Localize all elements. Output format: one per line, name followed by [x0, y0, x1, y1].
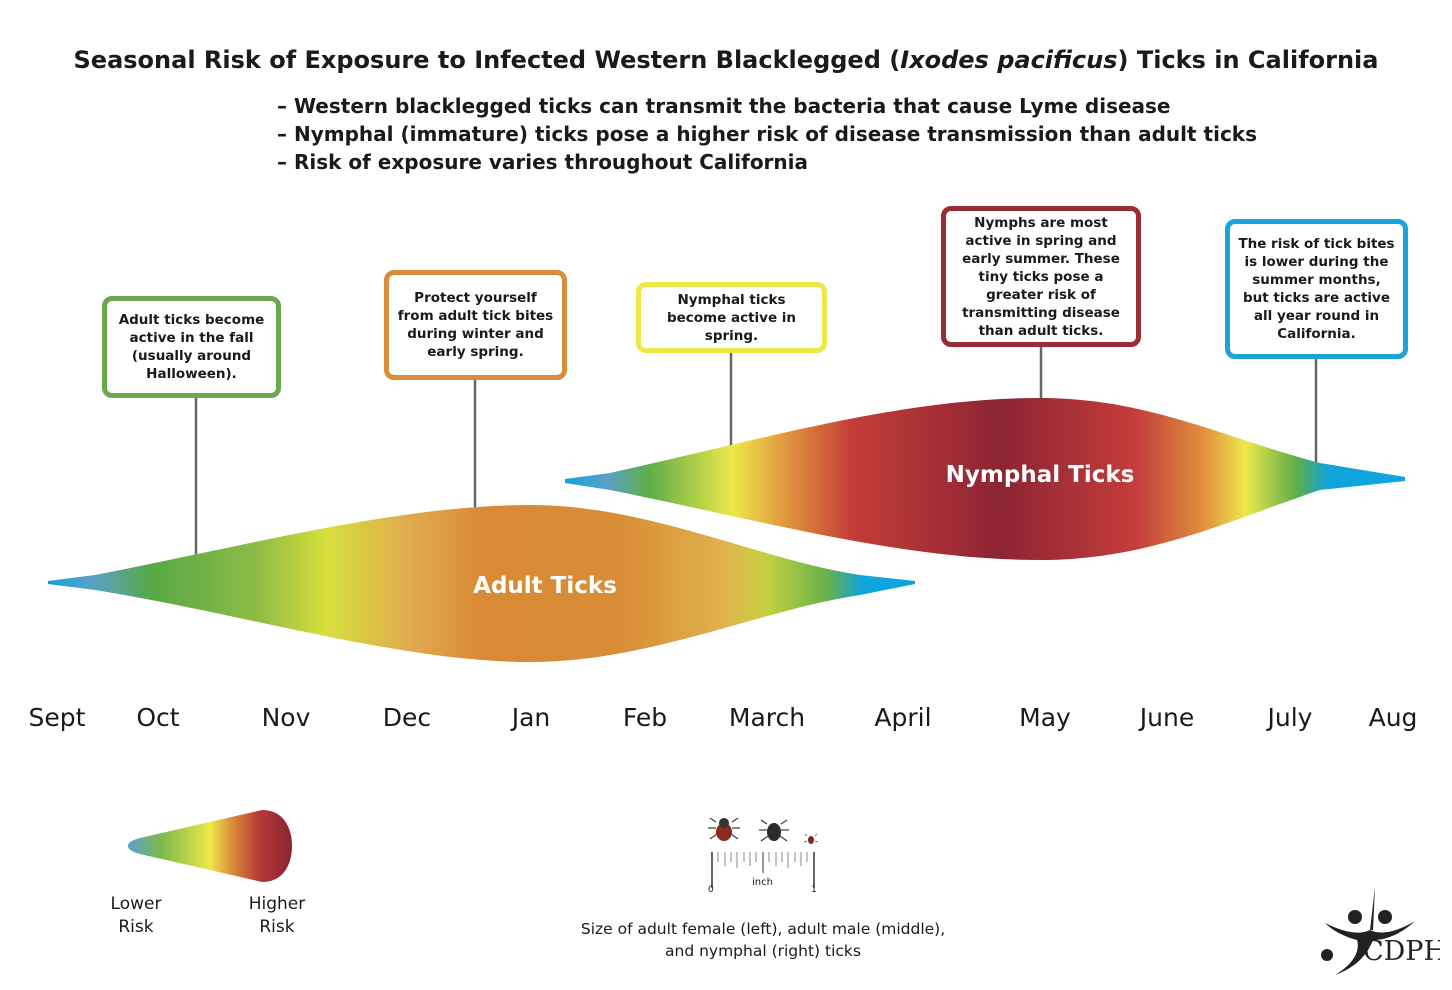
risk-legend-gradient	[128, 810, 292, 882]
cdph-logo: CDPH	[1315, 885, 1447, 981]
callout-nymphal-spring: Nymphal ticks become active in spring.	[636, 282, 827, 353]
callout-text: Protect yourself from adult tick bites d…	[397, 290, 554, 360]
callout-summer: The risk of tick bites is lower during t…	[1225, 219, 1408, 359]
month-label: Jan	[511, 703, 551, 732]
adult-ticks-band	[48, 505, 915, 662]
month-label: April	[874, 703, 932, 732]
title-species: Ixodes pacificus	[900, 46, 1118, 74]
adult-female-tick-icon	[708, 817, 740, 841]
legend-lower-risk: Lower Risk	[110, 894, 162, 937]
month-label: Sept	[28, 703, 86, 732]
page-title: Seasonal Risk of Exposure to Infected We…	[0, 46, 1452, 74]
month-label: Feb	[622, 703, 668, 732]
ruler-unit-label: inch	[752, 877, 773, 888]
cdph-logo-mark: CDPH	[1321, 887, 1447, 975]
connector-lines	[194, 346, 1318, 555]
callout-adult-winter: Protect yourself from adult tick bites d…	[384, 270, 567, 380]
bullet: – Western blacklegged ticks can transmit…	[277, 94, 1171, 118]
bullet-list: – Western blacklegged ticks can transmit…	[277, 92, 1257, 176]
cdph-logo-text: CDPH	[1363, 936, 1440, 967]
tick-size-caption: Size of adult female (left), adult male …	[580, 920, 946, 960]
callout-nymphs-active: Nymphs are most active in spring and ear…	[941, 206, 1141, 347]
month-label: June	[1139, 703, 1195, 732]
tick-size-ruler	[711, 852, 815, 888]
adult-male-tick-icon	[759, 819, 789, 842]
month-label: Dec	[382, 703, 432, 732]
month-label: Nov	[261, 703, 311, 732]
adult-ticks-label: Adult Ticks	[473, 573, 617, 599]
month-label: July	[1267, 703, 1313, 732]
callout-text: Nymphal ticks become active in spring.	[666, 291, 797, 344]
bullet: – Risk of exposure varies throughout Cal…	[277, 150, 809, 174]
title-text-end: ) Ticks in California	[1117, 46, 1379, 74]
month-label: May	[1019, 703, 1071, 732]
callout-text: Nymphs are most active in spring and ear…	[962, 214, 1120, 339]
callout-adult-fall: Adult ticks become active in the fall (u…	[102, 296, 281, 398]
month-label: March	[728, 703, 806, 732]
callout-text: Adult ticks become active in the fall (u…	[118, 312, 265, 382]
ruler-end-label: 1	[811, 885, 817, 895]
nymphal-tick-icon	[803, 833, 819, 844]
title-text: Seasonal Risk of Exposure to Infected We…	[73, 46, 901, 74]
legend-higher-risk: Higher Risk	[248, 894, 306, 937]
month-label: Aug	[1368, 703, 1418, 732]
nymphal-ticks-label: Nymphal Ticks	[945, 462, 1135, 488]
month-label: Oct	[136, 703, 180, 732]
bullet: – Nymphal (immature) ticks pose a higher…	[277, 122, 1257, 146]
ruler-start-label: 0	[708, 885, 714, 895]
nymphal-ticks-band	[565, 398, 1405, 560]
callout-text: The risk of tick bites is lower during t…	[1238, 236, 1395, 342]
